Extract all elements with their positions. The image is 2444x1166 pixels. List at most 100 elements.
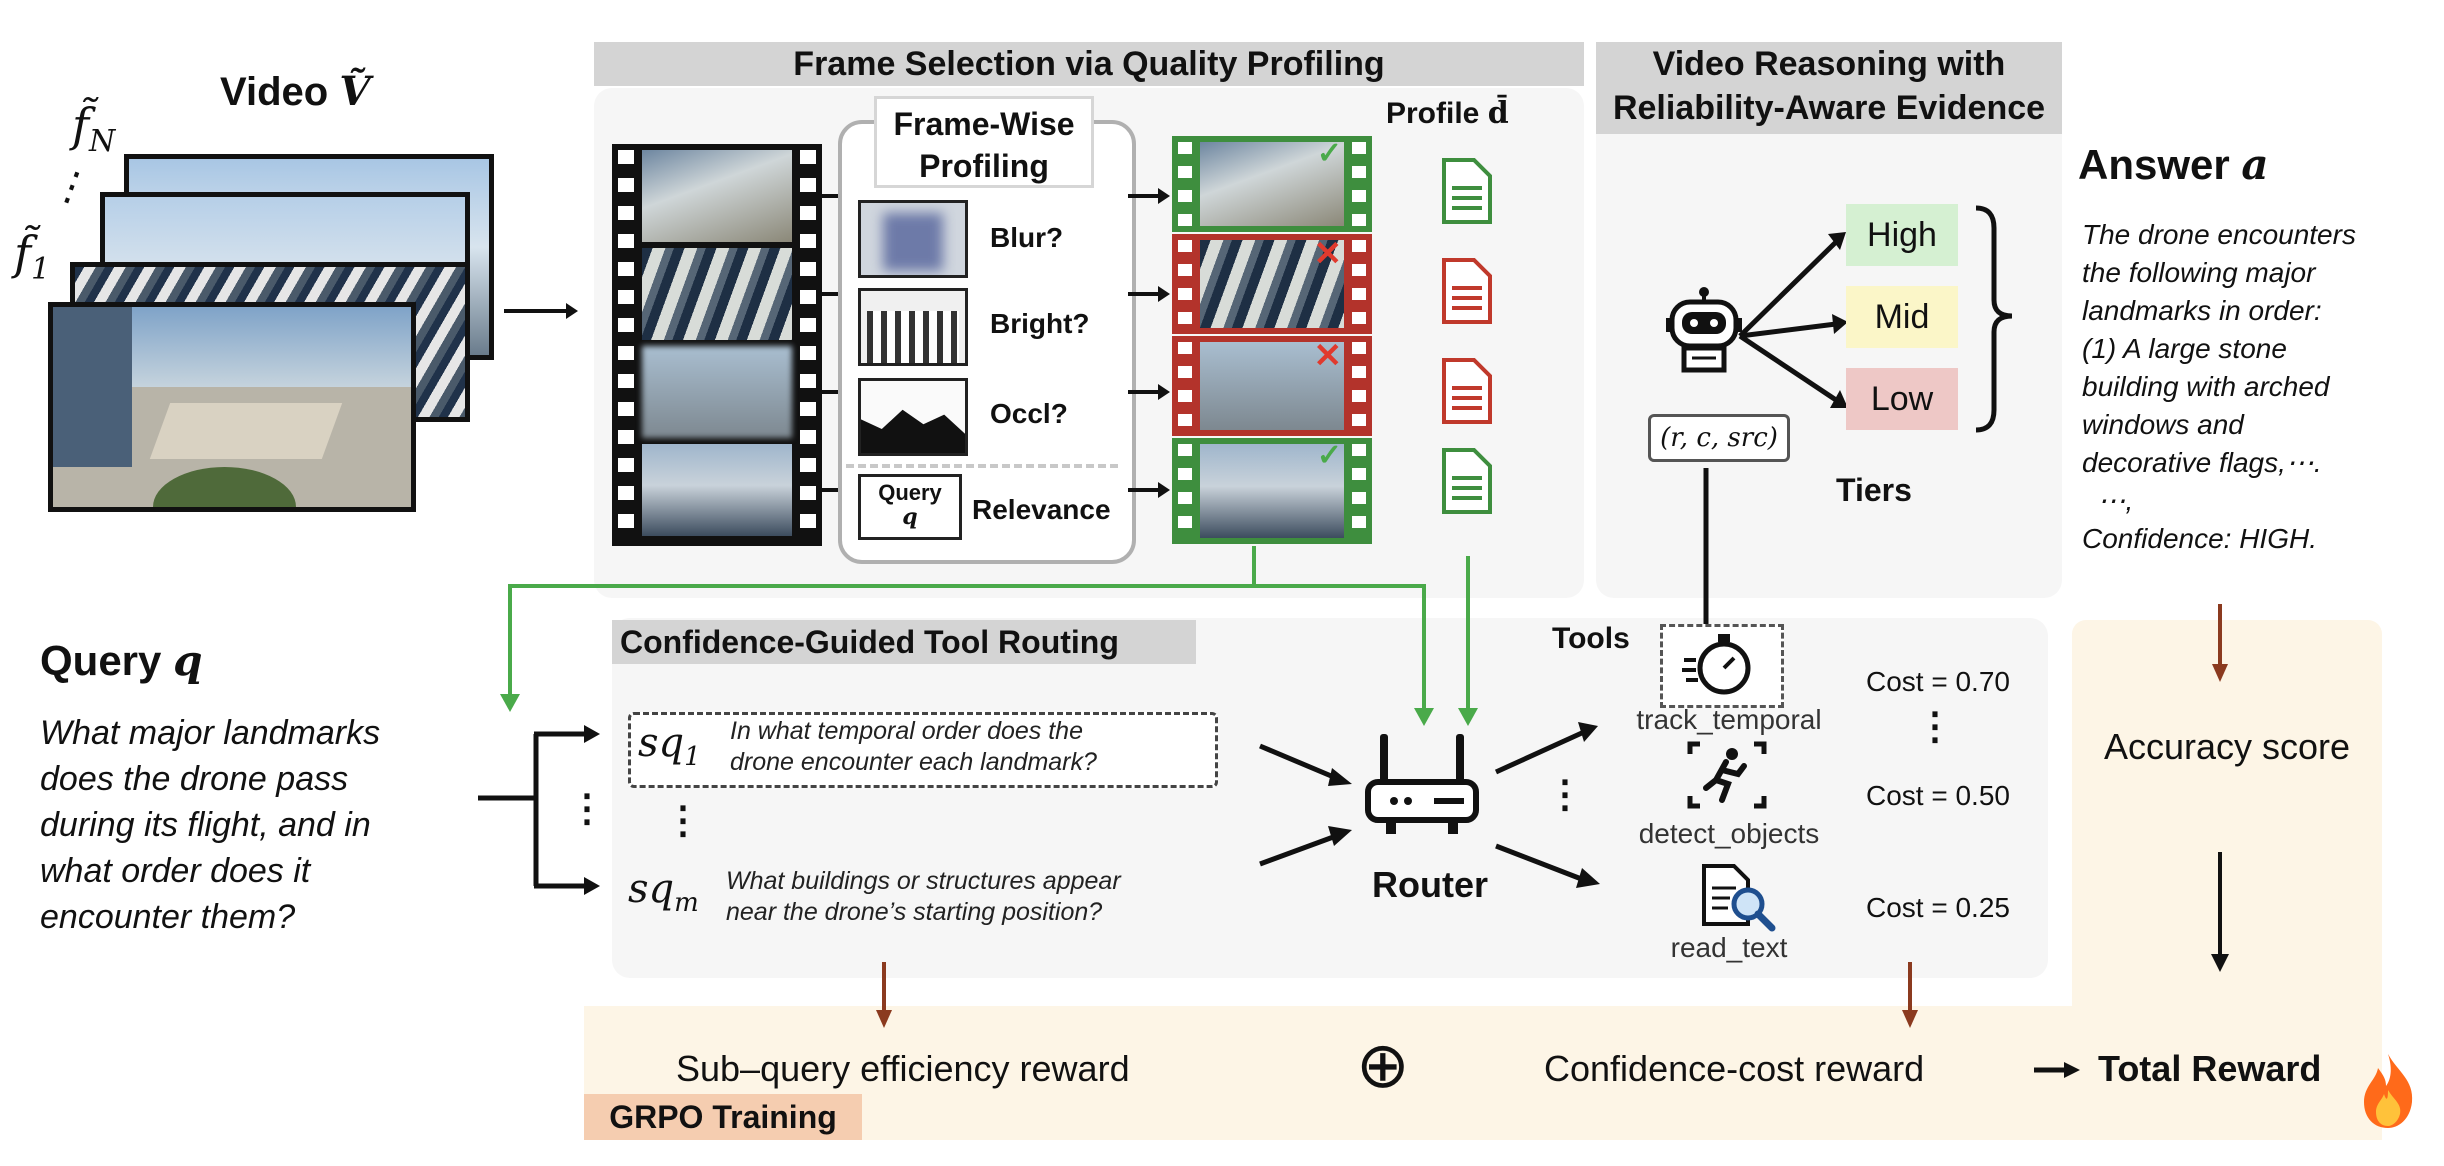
profile-doc-icon-green <box>1442 158 1492 224</box>
query-line: encounter them? <box>40 898 296 936</box>
input-frame-2 <box>642 248 792 340</box>
video-frame-front <box>48 302 416 512</box>
answer-line: Confidence: HIGH. <box>2082 523 2317 554</box>
answer-line: decorative flags,⋯. <box>2082 447 2322 478</box>
grpo-training-label: GRPO Training <box>584 1094 862 1140</box>
answer-title-text: Answer <box>2078 141 2230 188</box>
frame-front-tower <box>53 307 132 467</box>
profile-documents <box>1442 158 1492 514</box>
keep-check-icon: ✓ <box>1316 439 1342 472</box>
blur-thumbnail <box>858 200 968 278</box>
output-frame-1-image <box>1200 142 1344 226</box>
profile-label-text: Profile <box>1386 97 1480 130</box>
running-person-icon <box>1687 741 1767 809</box>
sqm-symbol-text: sq <box>628 866 675 912</box>
sq1-symbol-text: sq <box>638 720 685 766</box>
frame-n-label: f̃N <box>72 98 115 159</box>
answer-title: Answer a <box>2078 140 2269 189</box>
reward-bottom-panel <box>584 1006 2382 1140</box>
reject-x-icon: ✕ <box>1313 235 1343 273</box>
subqueries-to-router-arrows <box>1259 743 1352 867</box>
output-frame-3-image <box>1200 342 1344 430</box>
query-line: does the drone pass <box>40 760 349 798</box>
tool-name-track-temporal: track_temporal <box>1636 704 1822 735</box>
fire-icon <box>2364 1054 2413 1128</box>
plus-sign: ⊕ <box>1356 1029 1410 1101</box>
reasoning-header-line1: Video Reasoning with <box>1652 45 2006 83</box>
tier-mid: Mid <box>1846 286 1958 348</box>
video-title: Video Ṽ <box>220 68 370 115</box>
answer-line: windows and <box>2082 409 2244 440</box>
reasoning-header-line2: Reliability-Aware Evidence <box>1612 89 2046 127</box>
profile-symbol: d̄ <box>1487 96 1509 131</box>
query-symbol: q <box>173 636 203 685</box>
query-title: Query q <box>40 636 202 685</box>
occl-thumbnail <box>858 378 968 456</box>
output-frame-3-reject: ✕ <box>1172 336 1372 436</box>
check-blur: Blur? <box>990 222 1064 253</box>
tool-cost-track-temporal: Cost = 0.70 <box>1866 666 2010 697</box>
tiers-label: Tiers <box>1836 472 1912 508</box>
holes-left <box>1178 444 1192 538</box>
answer-line: The drone encounters <box>2082 219 2356 250</box>
reasoning-panel <box>1596 88 2062 598</box>
profiling-title-box: Frame-Wise Profiling <box>874 96 1094 188</box>
output-frame-1-keep: ✓ <box>1172 136 1372 232</box>
frame-1-sub: 1 <box>31 252 51 288</box>
profiling-to-output-arrows <box>1128 188 1170 498</box>
query-line: what order does it <box>40 852 311 890</box>
routing-header: Confidence-Guided Tool Routing <box>612 620 1196 664</box>
sq1-symbol: sq1 <box>638 720 701 772</box>
film-holes-right <box>800 150 816 540</box>
profile-label: Profile d̄ <box>1386 96 1509 131</box>
tools-to-tuple-arrow <box>1703 468 1709 630</box>
router-label: Router <box>1372 864 1488 905</box>
routing-panel <box>612 618 2048 978</box>
sqm-symbol: sqm <box>628 866 699 918</box>
router-vdots: ⋮ <box>1546 774 1584 816</box>
accuracy-score: Accuracy score <box>2103 726 2351 767</box>
frame-1-symbol: f̃ <box>14 226 32 280</box>
sq1-text-line: drone encounter each landmark? <box>730 748 1097 776</box>
sqm-text-line: near the drone’s starting position? <box>726 898 1103 926</box>
video-title-text: Video <box>220 70 329 114</box>
profiling-divider <box>846 464 1118 468</box>
tier-arrows <box>1738 232 1848 408</box>
input-frame-3 <box>642 346 792 438</box>
router-icon <box>1365 734 1479 834</box>
query-box-symbol: q <box>902 504 918 530</box>
query-text: What major landmarks does the drone pass… <box>40 710 480 940</box>
holes-left <box>1178 142 1192 226</box>
query-box: Query q <box>858 474 962 540</box>
film-holes-left <box>618 150 634 540</box>
holes-left <box>1178 342 1192 430</box>
sqm-text-line: What buildings or structures appear <box>726 867 1121 895</box>
holes-right <box>1352 444 1366 538</box>
holes-left <box>1178 240 1192 328</box>
video-symbol: Ṽ <box>339 68 371 115</box>
tools-label: Tools <box>1552 622 1630 655</box>
output-frame-4-keep: ✓ <box>1172 438 1372 544</box>
frame-1-label: f̃1 <box>14 226 50 287</box>
reject-x-icon: ✕ <box>1313 337 1343 375</box>
sq1-text-line: In what temporal order does the <box>730 717 1083 745</box>
answer-text: The drone encounters the following major… <box>2082 216 2412 558</box>
answer-line: ⋯, <box>2082 485 2134 516</box>
query-title-text: Query <box>40 637 162 684</box>
tool-cost-detect-objects: Cost = 0.50 <box>1866 780 2010 811</box>
answer-line: landmarks in order: <box>2082 295 2322 326</box>
frame-selection-header: Frame Selection via Quality Profiling <box>594 42 1584 86</box>
answer-line: the following major <box>2082 257 2316 288</box>
sqm-sub: m <box>674 888 699 918</box>
profile-doc-icon-red <box>1442 358 1492 424</box>
output-frame-2-image <box>1200 240 1344 328</box>
answer-symbol: a <box>2241 140 2269 189</box>
tier-brace <box>1975 205 2013 433</box>
tool-name-read-text: read_text <box>1670 932 1788 963</box>
query-line: during its flight, and in <box>40 806 371 844</box>
tuple-box: (r, c, src) <box>1648 414 1790 462</box>
query-line: What major landmarks <box>40 714 381 752</box>
output-frame-2-reject: ✕ <box>1172 234 1372 334</box>
